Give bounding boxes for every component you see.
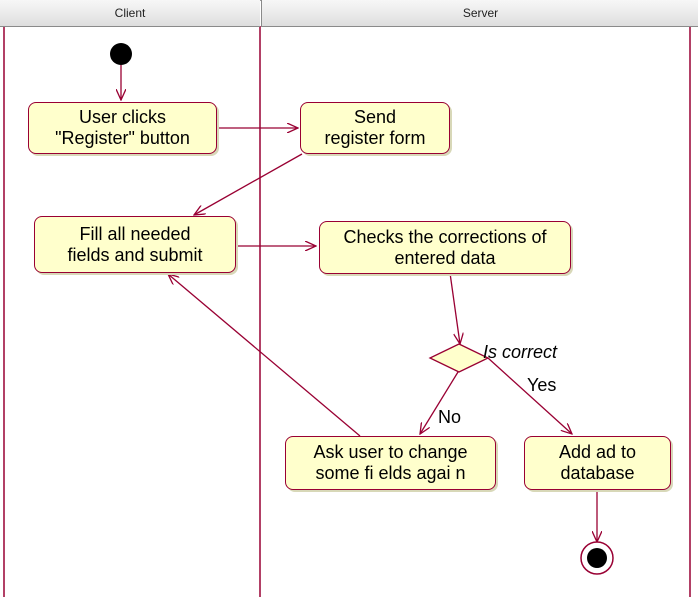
activity-send-register-form: Send register form [300,102,450,154]
decision-label: Is correct [483,342,558,362]
flow-ask-to-fill [168,274,361,437]
activity-ask-change-fields: Ask user to change some fi elds agai n [285,436,496,490]
final-node-core [587,548,607,568]
flow-decision-no [420,371,459,434]
decision-yes-label: Yes [527,375,557,395]
activity-user-clicks-register: User clicks "Register" button [28,102,217,154]
flow-check-to-decision [449,272,460,344]
decision-diamond [428,343,490,373]
initial-node [110,43,132,65]
flow-decision-yes [487,357,572,434]
flow-send-to-fill [194,153,303,215]
lane-header-server: Server [261,0,698,27]
activity-fill-fields-submit: Fill all needed fields and submit [34,216,236,273]
lane-header-client: Client [0,0,260,27]
activity-add-to-database: Add ad to database [524,436,671,490]
activity-check-corrections: Checks the corrections of entered data [319,221,571,274]
decision-no-label: No [438,407,462,427]
